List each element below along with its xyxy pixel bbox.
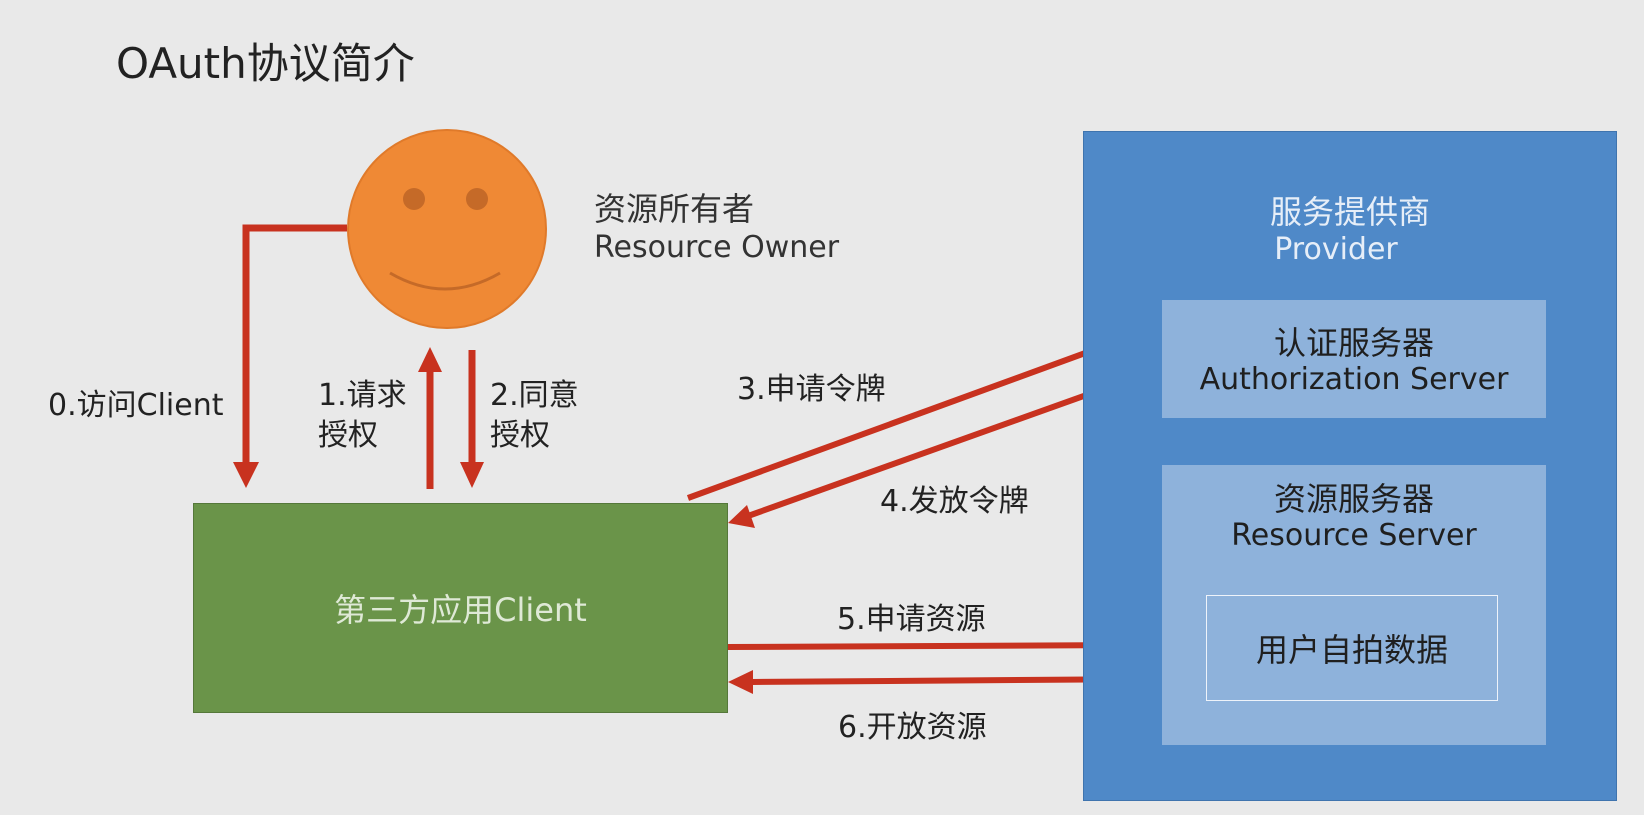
arrow-1-request-auth bbox=[418, 347, 442, 489]
smiley-face-icon bbox=[347, 129, 547, 329]
authorization-server-label-zh: 认证服务器 bbox=[1273, 324, 1434, 362]
resource-server-label-zh: 资源服务器 bbox=[1273, 480, 1434, 518]
provider-label-zh: 服务提供商 bbox=[1269, 193, 1430, 231]
step-1-label: 1.请求 授权 bbox=[318, 376, 407, 456]
resource-server-label-en: Resource Server bbox=[1231, 518, 1477, 553]
resource-owner-label-zh: 资源所有者 bbox=[594, 190, 755, 228]
provider-label-en: Provider bbox=[1274, 232, 1398, 267]
step-4-label: 4.发放令牌 bbox=[880, 484, 1029, 519]
step-5-label: 5.申请资源 bbox=[837, 602, 986, 637]
resource-owner-label-en: Resource Owner bbox=[594, 230, 840, 265]
arrow-2-grant-auth bbox=[460, 350, 484, 488]
client-box: 第三方应用Client bbox=[193, 503, 728, 713]
step-6-label: 6.开放资源 bbox=[838, 710, 987, 745]
step-2-line1: 2.同意 bbox=[490, 378, 579, 413]
authorization-server-label-en: Authorization Server bbox=[1199, 362, 1509, 397]
step-0-label: 0.访问Client bbox=[48, 388, 224, 423]
user-data-box: 用户自拍数据 bbox=[1206, 595, 1498, 701]
resource-server-box bbox=[1162, 465, 1546, 745]
step-2-label: 2.同意 授权 bbox=[490, 376, 579, 456]
page-title: OAuth协议简介 bbox=[116, 39, 415, 88]
user-data-label: 用户自拍数据 bbox=[1255, 631, 1448, 669]
client-label: 第三方应用Client bbox=[334, 591, 587, 629]
arrow-0-visit-client bbox=[233, 224, 347, 488]
step-1-line2: 授权 bbox=[318, 418, 378, 453]
step-3-label: 3.申请令牌 bbox=[737, 372, 886, 407]
authorization-server-box bbox=[1162, 300, 1546, 418]
step-2-line2: 授权 bbox=[490, 418, 550, 453]
step-1-line1: 1.请求 bbox=[318, 378, 407, 413]
